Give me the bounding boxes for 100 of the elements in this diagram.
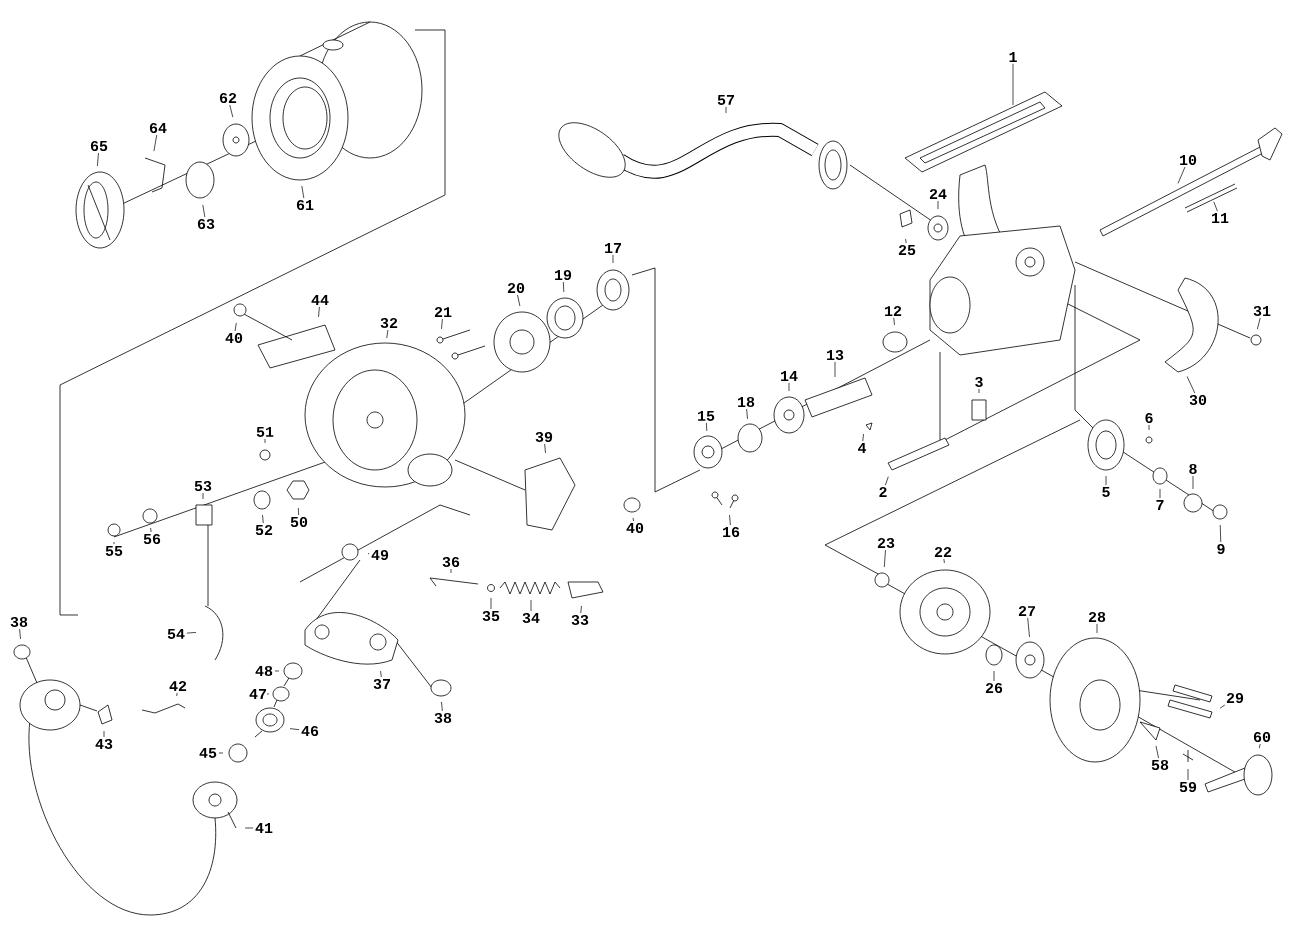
- callout-number: 58: [1151, 759, 1169, 771]
- callout-number: 8: [1189, 463, 1197, 475]
- callout-number: 2: [879, 487, 887, 497]
- leader-line: [274, 670, 280, 672]
- leader-line: [1186, 376, 1196, 394]
- leader-line: [1219, 704, 1226, 709]
- callout-number: 52: [255, 524, 273, 536]
- callout-number: 29: [1226, 692, 1244, 704]
- callout-number: 5: [1102, 487, 1110, 497]
- callout-number: 37: [373, 678, 390, 690]
- leader-line: [530, 599, 532, 612]
- leader-line: [1159, 488, 1161, 499]
- leader-line: [834, 361, 836, 378]
- callout-number: 15: [698, 411, 715, 421]
- leader-line: [544, 443, 546, 454]
- callout-number: 42: [169, 681, 187, 691]
- leader-line: [229, 104, 234, 118]
- callout-number: 7: [1156, 500, 1164, 510]
- leader-line: [1219, 524, 1222, 543]
- callout-number: 10: [1180, 154, 1197, 166]
- leader-line: [1155, 745, 1159, 759]
- leader-line: [266, 693, 270, 695]
- leader-line: [289, 728, 300, 731]
- leader-line: [706, 422, 708, 432]
- callout-number: 38: [434, 712, 452, 724]
- leader-line: [1105, 475, 1107, 486]
- leader-line: [883, 549, 886, 568]
- callout-number: 41: [255, 823, 273, 833]
- callout-number: 39: [535, 431, 553, 443]
- leader-line: [632, 517, 634, 522]
- callout-number: 11: [1212, 213, 1229, 223]
- callout-number: 48: [255, 665, 273, 677]
- leader-line: [937, 200, 939, 210]
- leader-line: [301, 185, 305, 199]
- leader-line: [202, 492, 204, 500]
- callout-number: 13: [827, 349, 844, 361]
- callout-number: 4: [858, 443, 867, 453]
- callout-number: 28: [1088, 611, 1106, 623]
- leader-line: [441, 318, 443, 330]
- callout-number: 3: [975, 376, 983, 388]
- leader-line: [729, 514, 731, 526]
- leader-line: [862, 433, 864, 442]
- leader-line: [993, 670, 995, 682]
- leader-line: [1187, 768, 1189, 781]
- leader-line: [1177, 166, 1186, 184]
- leader-line: [746, 408, 748, 420]
- leader-line: [490, 597, 492, 610]
- callout-number: 18: [738, 396, 755, 408]
- callout-number: 59: [1179, 781, 1197, 793]
- callout-number: 43: [95, 738, 113, 750]
- callout-number: 20: [507, 282, 525, 294]
- callout-number: 53: [194, 480, 212, 492]
- callout-number: 55: [105, 546, 123, 556]
- callout-number: 47: [249, 689, 266, 699]
- leader-line: [264, 438, 266, 444]
- leader-line: [234, 322, 237, 332]
- callout-number: 26: [985, 682, 1003, 694]
- leader-line: [725, 106, 727, 114]
- leader-line: [1213, 201, 1218, 212]
- leader-line: [103, 730, 105, 738]
- leader-line: [244, 827, 254, 829]
- callout-number: 27: [1018, 606, 1035, 616]
- leader-line: [380, 670, 382, 678]
- callout-number: 54: [167, 629, 185, 639]
- leader-line: [1027, 617, 1030, 638]
- callout-number: 65: [90, 140, 108, 152]
- leader-line: [788, 382, 790, 392]
- callout-number: 49: [371, 549, 389, 561]
- callout-number: 1: [1009, 52, 1017, 62]
- callout-number: 32: [380, 317, 398, 329]
- leader-line: [441, 701, 443, 712]
- callout-number: 56: [143, 533, 161, 545]
- leader-line: [580, 605, 582, 614]
- leader-line: [517, 294, 521, 307]
- leader-line: [218, 752, 224, 754]
- callout-number: 16: [723, 526, 740, 538]
- callout-number: 63: [197, 218, 215, 230]
- callout-number: 40: [225, 332, 243, 344]
- callout-number: 12: [885, 306, 902, 316]
- leader-line: [1096, 623, 1098, 634]
- callout-number: 17: [605, 243, 621, 253]
- callout-number: 36: [442, 556, 460, 568]
- leader-line: [202, 204, 206, 218]
- leader-line: [943, 558, 945, 564]
- callout-number: 24: [929, 189, 947, 199]
- leader-line: [563, 281, 565, 293]
- callout-number: 51: [256, 427, 274, 437]
- callout-number: 61: [296, 199, 314, 211]
- callout-number: 31: [1253, 305, 1271, 317]
- leader-line: [97, 152, 99, 167]
- leader-line: [978, 388, 980, 394]
- callout-number: 64: [149, 122, 167, 134]
- callout-number: 33: [571, 614, 589, 626]
- callout-number: 40: [626, 522, 644, 534]
- leader-line: [386, 329, 389, 339]
- leader-line: [318, 306, 320, 318]
- leader-line: [150, 527, 152, 533]
- callout-number: 57: [717, 95, 734, 105]
- leader-line: [1148, 424, 1150, 431]
- callout-number: 25: [898, 244, 916, 256]
